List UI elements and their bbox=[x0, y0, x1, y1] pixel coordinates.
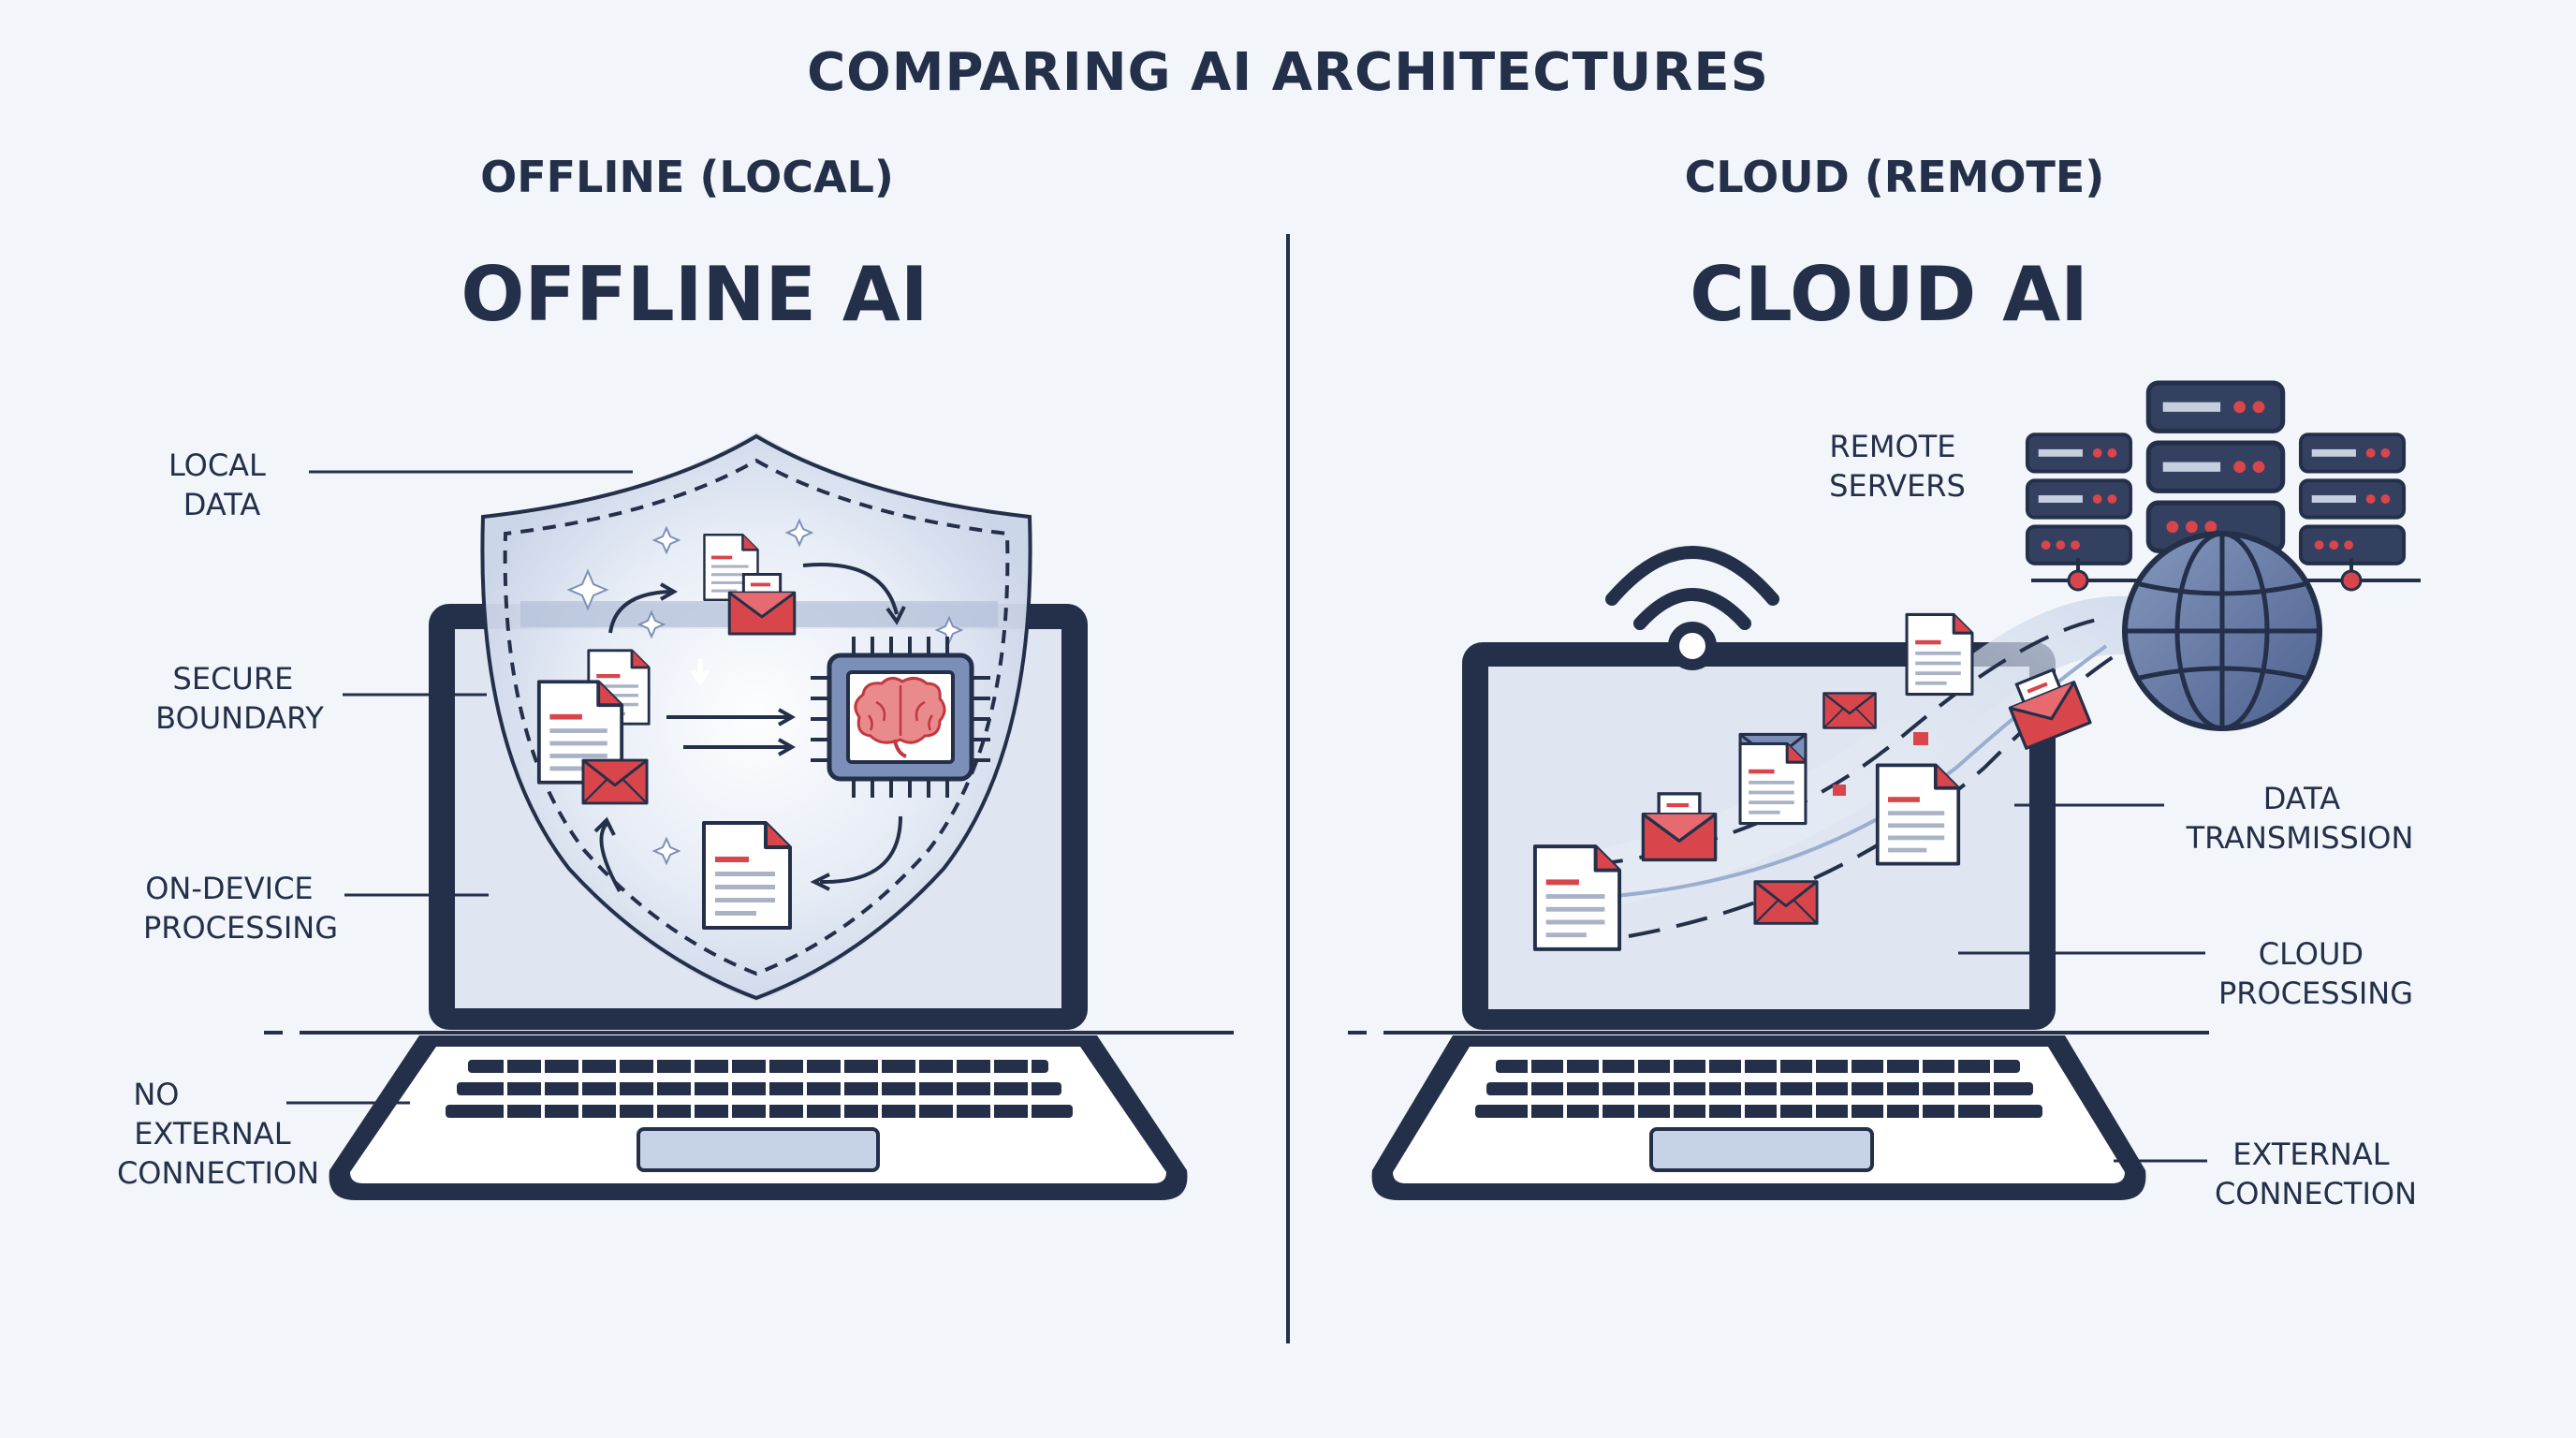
document-icon bbox=[704, 823, 790, 928]
envelope-icon bbox=[1822, 692, 1877, 729]
callout-data-transmission: DATA TRANSMISSION bbox=[2014, 781, 2413, 856]
svg-text:CLOUD PROCESSING: CLOUD PROCESSING bbox=[2218, 936, 2413, 1011]
callout-text: EXTERNAL bbox=[134, 1116, 290, 1152]
callout-secure-boundary: SECURE BOUNDARY bbox=[155, 661, 487, 736]
data-packet bbox=[1833, 785, 1846, 796]
server-icon bbox=[2148, 383, 2282, 550]
callout-external-connection: EXTERNAL CONNECTION bbox=[2114, 1137, 2417, 1211]
right-section-label: CLOUD (REMOTE) bbox=[1685, 152, 2105, 202]
callout-text: PROCESSING bbox=[2218, 976, 2413, 1011]
svg-text:NO EXTERNAL CONNEC: NO EXTERNAL CONNECTION bbox=[117, 1077, 319, 1191]
callout-text: EXTERNAL bbox=[2232, 1137, 2389, 1172]
callout-text: PROCESSING bbox=[143, 910, 338, 946]
document-icon bbox=[1738, 741, 1808, 826]
callout-local-data: LOCAL DATA bbox=[168, 448, 633, 522]
data-packet bbox=[1913, 732, 1928, 745]
page-title: COMPARING AI ARCHITECTURES bbox=[807, 42, 1769, 103]
document-icon bbox=[1875, 763, 1961, 866]
download-arrow-icon bbox=[690, 659, 710, 686]
left-heading: OFFLINE AI bbox=[461, 251, 928, 338]
callout-text: REMOTE bbox=[1829, 429, 1955, 464]
callout-cloud-processing: CLOUD PROCESSING bbox=[1958, 936, 2413, 1011]
envelope-icon bbox=[581, 758, 649, 805]
callout-text: CONNECTION bbox=[117, 1155, 319, 1191]
svg-text:EXTERNAL CONNECTION: EXTERNAL CONNECTION bbox=[2215, 1137, 2417, 1211]
server-icon bbox=[2298, 433, 2407, 565]
callout-on-device-processing: ON-DEVICE PROCESSING bbox=[143, 871, 489, 946]
callout-text: DATA bbox=[183, 487, 261, 522]
callout-no-external-connection: NO EXTERNAL CONNECTION bbox=[117, 1077, 410, 1191]
left-section-label: OFFLINE (LOCAL) bbox=[480, 152, 894, 202]
wifi-icon bbox=[1605, 546, 1779, 670]
svg-text:DATA TRANSMISSION: DATA TRANSMISSION bbox=[2186, 781, 2414, 856]
callout-text: ON-DEVICE bbox=[145, 871, 313, 906]
server-icon bbox=[2025, 433, 2133, 565]
svg-text:ON-DEVICE PROCESSING: ON-DEVICE PROCESSING bbox=[143, 871, 338, 946]
callout-text: DATA bbox=[2263, 781, 2341, 816]
svg-text:LOCAL DATA: LOCAL DATA bbox=[168, 448, 275, 522]
document-icon bbox=[1905, 612, 1974, 697]
globe-icon bbox=[2122, 531, 2322, 731]
callout-text: LOCAL bbox=[168, 448, 266, 483]
callout-text: SERVERS bbox=[1829, 468, 1966, 504]
callout-text: CLOUD bbox=[2259, 936, 2364, 972]
callout-text: TRANSMISSION bbox=[2186, 820, 2414, 856]
callout-text: SECURE bbox=[173, 661, 294, 697]
flow-arrows bbox=[593, 563, 906, 892]
document-icon bbox=[1535, 846, 1619, 949]
svg-text:REMOTE SERVERS: REMOTE SERVERS bbox=[1829, 429, 1966, 504]
callout-text: BOUNDARY bbox=[155, 700, 324, 736]
callout-text: NO bbox=[133, 1077, 179, 1112]
brain-icon bbox=[854, 677, 946, 758]
callout-remote-servers: REMOTE SERVERS bbox=[1829, 429, 1966, 504]
callout-text: CONNECTION bbox=[2215, 1176, 2417, 1211]
right-heading: CLOUD AI bbox=[1690, 251, 2088, 338]
svg-text:SECURE BOUNDARY: SECURE BOUNDARY bbox=[155, 661, 324, 736]
envelope-icon bbox=[1753, 880, 1819, 925]
